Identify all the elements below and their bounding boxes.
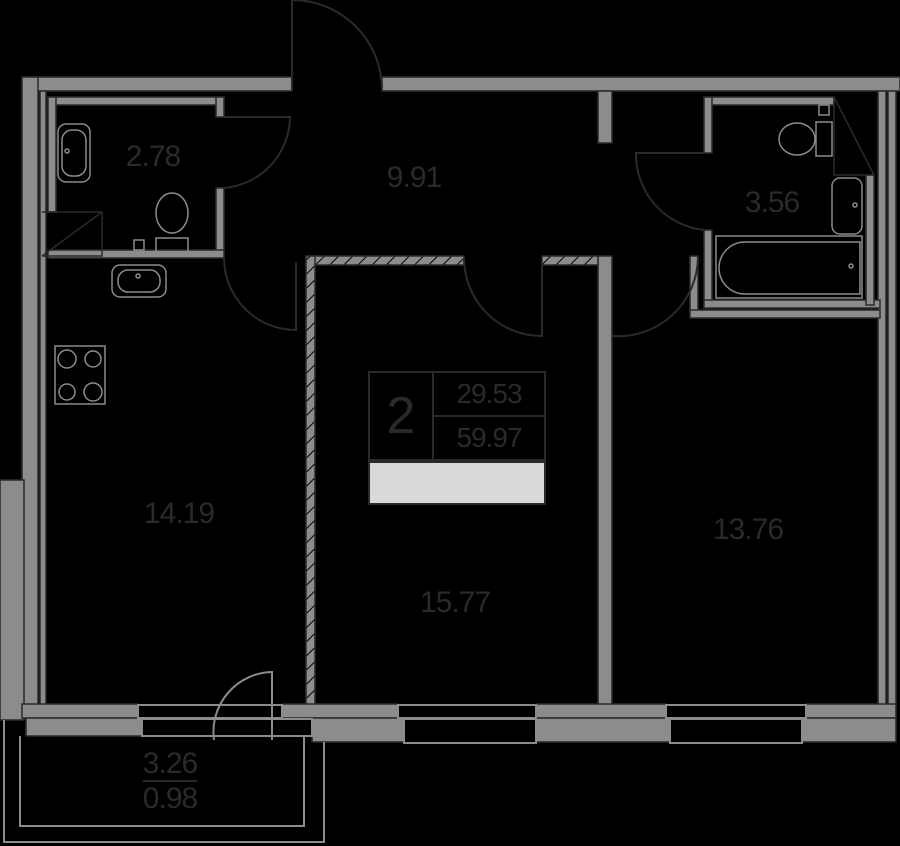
exterior-walls: [0, 76, 900, 721]
living-area: 29.53: [432, 371, 546, 417]
shafts: [41, 96, 875, 257]
balcony-area: 3.26: [142, 747, 198, 782]
room-area-kitchen: 14.19: [143, 497, 215, 530]
partition-wall: [597, 90, 613, 144]
summary-highlight-bar: [368, 461, 546, 505]
room-area-living-room: 15.77: [419, 586, 491, 619]
room-area-bathroom-1: 2.78: [125, 140, 181, 173]
door-swings: [212, 0, 705, 741]
room-area-bedroom: 13.76: [712, 513, 784, 546]
total-area: 59.97: [432, 415, 546, 461]
hatched-wall: [541, 255, 599, 266]
apartment-summary-box: 2 29.53 59.97: [368, 371, 546, 505]
balcony-area-label: 3.26 0.98: [142, 747, 198, 816]
bathroom-1-walls: [47, 96, 225, 259]
fixtures: [54, 104, 863, 405]
balcony-outline: [3, 720, 325, 843]
hatched-wall: [305, 255, 465, 266]
rooms-count: 2: [368, 371, 434, 461]
kitchen-inner-lining: [39, 90, 47, 708]
hatched-wall: [305, 255, 316, 707]
room-area-hallway: 9.91: [386, 161, 442, 194]
bottom-walls: [21, 703, 897, 743]
windows: [137, 704, 807, 744]
room-area-bathroom-2: 3.56: [744, 186, 800, 219]
balcony-reduced-area: 0.98: [142, 782, 198, 815]
partition-wall: [597, 255, 613, 707]
